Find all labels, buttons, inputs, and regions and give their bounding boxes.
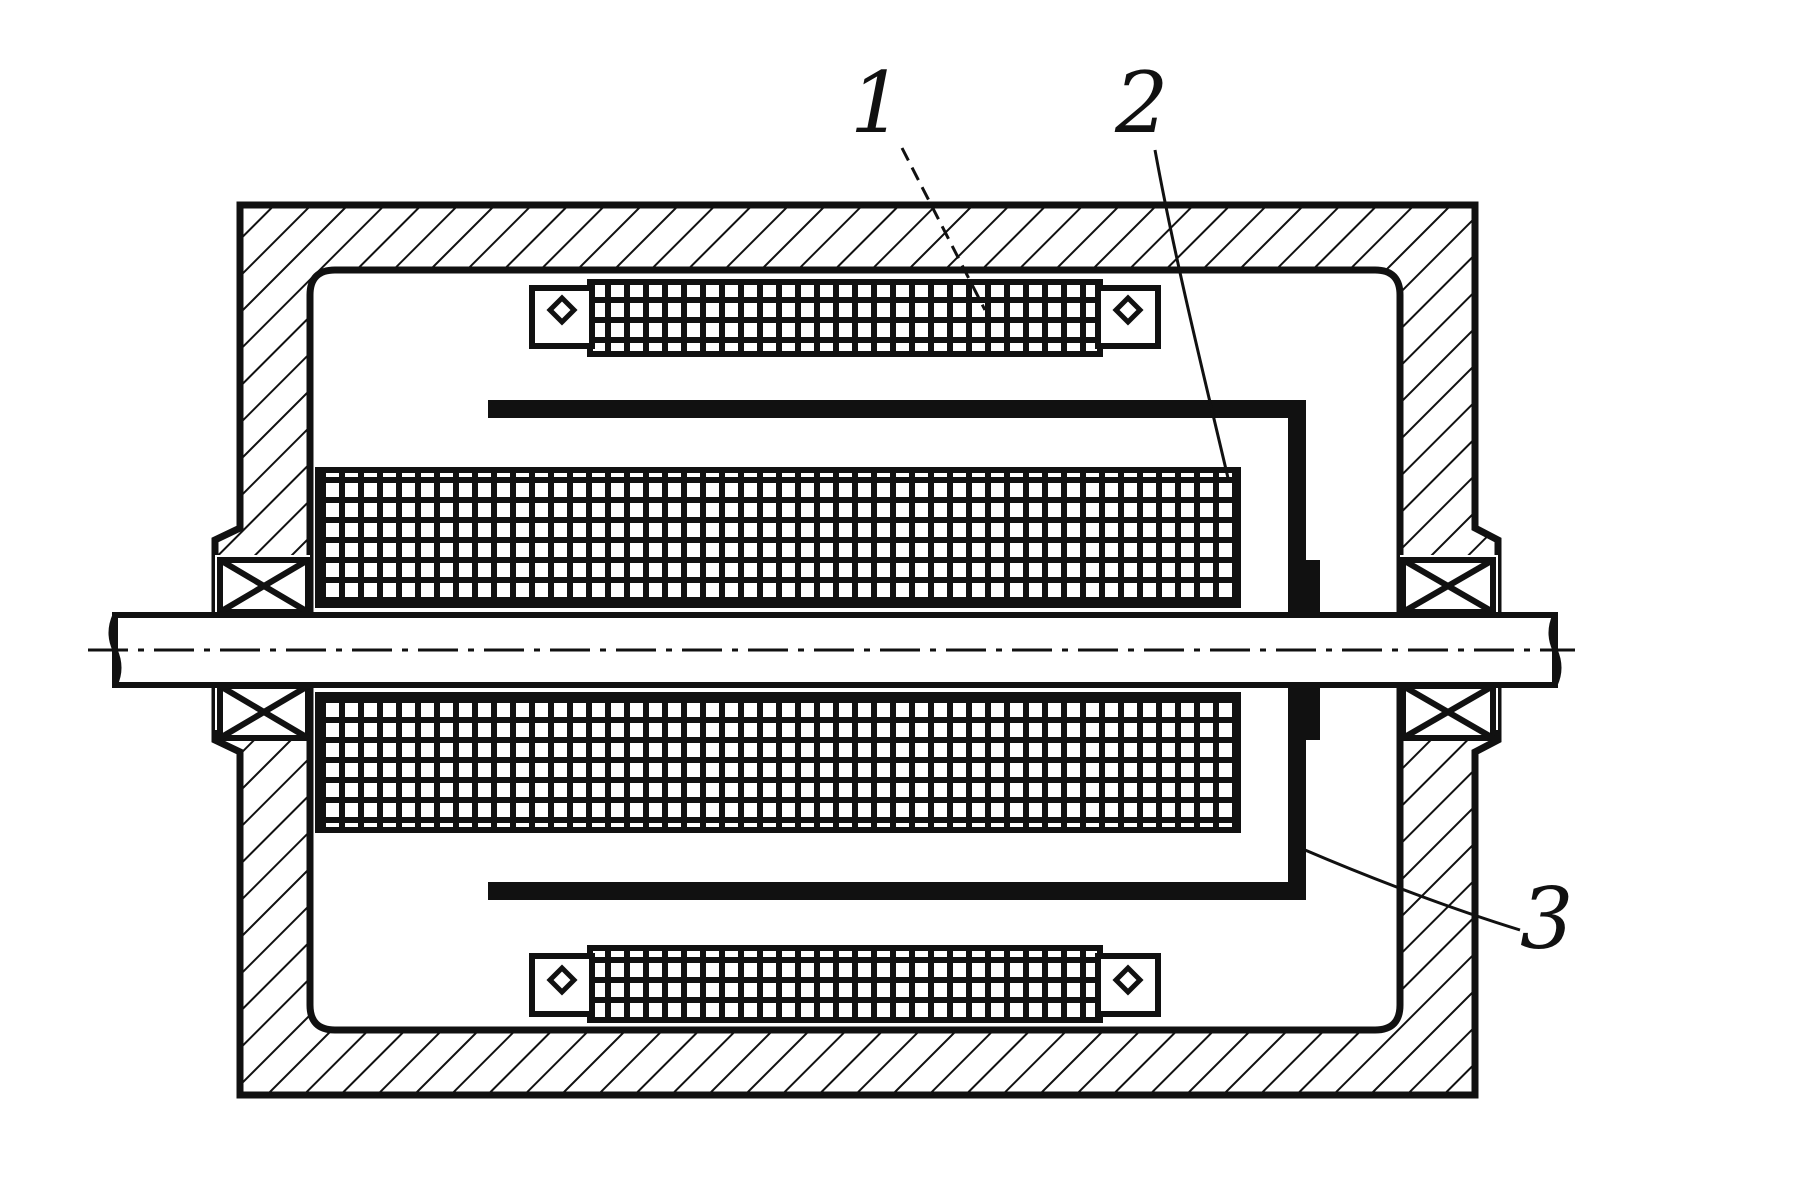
right-lower-bearing xyxy=(1400,683,1496,741)
inner-core-lower-winding xyxy=(315,692,1241,833)
left-upper-bearing xyxy=(217,557,311,615)
housing-wall xyxy=(211,201,1502,1099)
bearings xyxy=(217,557,1496,741)
callout-label-3: 3 xyxy=(1520,870,1573,968)
leader-line-1 xyxy=(900,147,987,311)
leader-line-2 xyxy=(1153,149,1230,479)
stator-winding-bottom xyxy=(529,945,1161,1023)
callout-label-2: 2 xyxy=(1114,54,1168,152)
cup-rotor-bottom-shell xyxy=(488,882,1306,900)
left-lower-bearing xyxy=(217,683,311,741)
leader-line-3 xyxy=(1304,848,1521,932)
inner-core-upper-winding xyxy=(315,467,1241,608)
cup-rotor-top-shell xyxy=(488,400,1306,418)
callout-label-1: 1 xyxy=(850,54,903,152)
shaft xyxy=(88,612,1575,688)
cup-rotor-hub-upper xyxy=(1288,560,1320,618)
cup-rotor-hub-lower xyxy=(1288,682,1320,740)
stator-winding-top xyxy=(529,279,1161,357)
right-upper-bearing xyxy=(1400,557,1496,615)
leader-lines xyxy=(900,147,1521,932)
